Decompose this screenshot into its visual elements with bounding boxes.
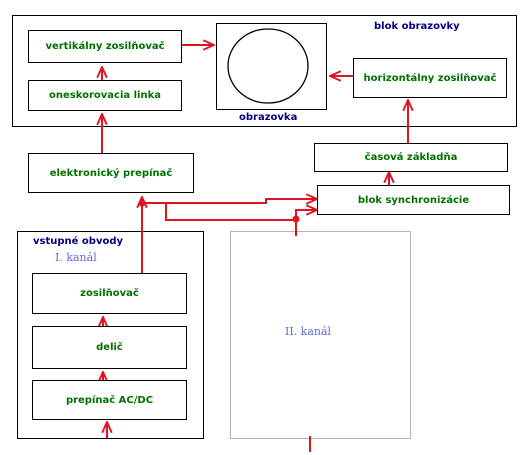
time-base-label: časová základňa: [364, 152, 458, 163]
delay-line-box: oneskorovacia linka: [28, 80, 182, 111]
junction-dot-ch2: [292, 215, 300, 223]
crt-screen-circle: [227, 28, 309, 104]
screen-block-frame: [12, 15, 517, 127]
junction-dot-ch1: [138, 199, 146, 207]
electronic-switch-box: elektronický prepínač: [28, 153, 194, 193]
acdc-switch-box: prepínač AC/DC: [32, 380, 187, 420]
horizontal-amplifier-label: horizontálny zosilňovač: [363, 72, 497, 84]
vertical-amplifier-label: vertikálny zosilňovač: [45, 41, 165, 52]
amplifier-label: zosilňovač: [80, 288, 139, 299]
horizontal-amplifier-box: horizontálny zosilňovač: [353, 58, 507, 98]
channel-2-label: II. kanál: [285, 325, 332, 338]
screen-block-heading: blok obrazovky: [374, 21, 460, 32]
wire-ch1-to-sync: [142, 202, 317, 221]
crt-screen-frame: [216, 23, 327, 110]
input-circuits-heading: vstupné obvody: [33, 236, 124, 247]
sync-block-box: blok synchronizácie: [317, 185, 510, 215]
channel-1-label: I. kanál: [55, 251, 97, 264]
delay-line-label: oneskorovacia linka: [48, 90, 161, 101]
sync-block-label: blok synchronizácie: [357, 194, 470, 206]
crt-label: obrazovka: [239, 112, 298, 123]
divider-box: delič: [32, 326, 187, 369]
time-base-box: časová základňa: [314, 143, 508, 172]
input-circuits-frame: [17, 231, 204, 439]
amplifier-box: zosilňovač: [32, 273, 187, 314]
vertical-amplifier-box: vertikálny zosilňovač: [28, 30, 182, 63]
electronic-switch-label: elektronický prepínač: [49, 167, 173, 179]
wire-ch1-to-sync-2: [166, 199, 317, 203]
channel-2-frame: [230, 231, 411, 439]
acdc-switch-label: prepínač AC/DC: [65, 394, 154, 406]
divider-label: delič: [96, 342, 123, 353]
